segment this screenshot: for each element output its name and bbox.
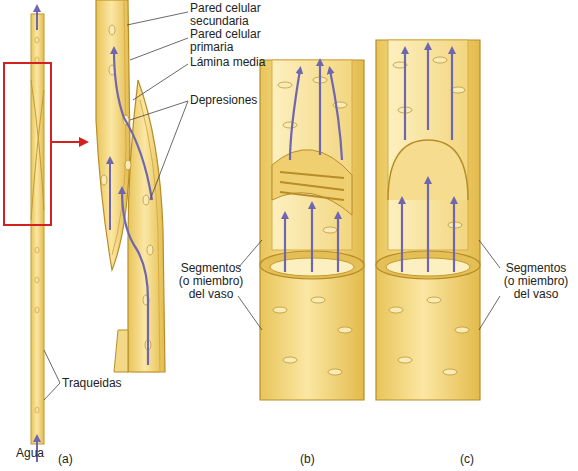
panel-letter: (a)	[58, 453, 88, 466]
wall-label: Pared celular primaria	[190, 28, 262, 54]
cell-label: Segmentos (o miembro) del vaso	[176, 262, 246, 301]
tracheid-column	[4, 8, 84, 462]
vessel-element-simple	[376, 40, 480, 400]
panel-letter: (c)	[460, 453, 490, 466]
cell-label: Segmentos (o miembro) del vaso	[500, 262, 572, 301]
cell-label: Traqueidas	[62, 377, 142, 390]
vessel-element-scalariform	[260, 60, 364, 400]
panel-letter: (b)	[300, 453, 330, 466]
pit-label: Depresiones	[190, 94, 270, 107]
wall-label: Pared celular secundaria	[190, 2, 262, 28]
leader-lines	[44, 12, 500, 400]
tracheid-magnified	[96, 0, 165, 372]
water-label: Agua	[16, 447, 56, 460]
wall-label: Lámina media	[190, 56, 270, 69]
